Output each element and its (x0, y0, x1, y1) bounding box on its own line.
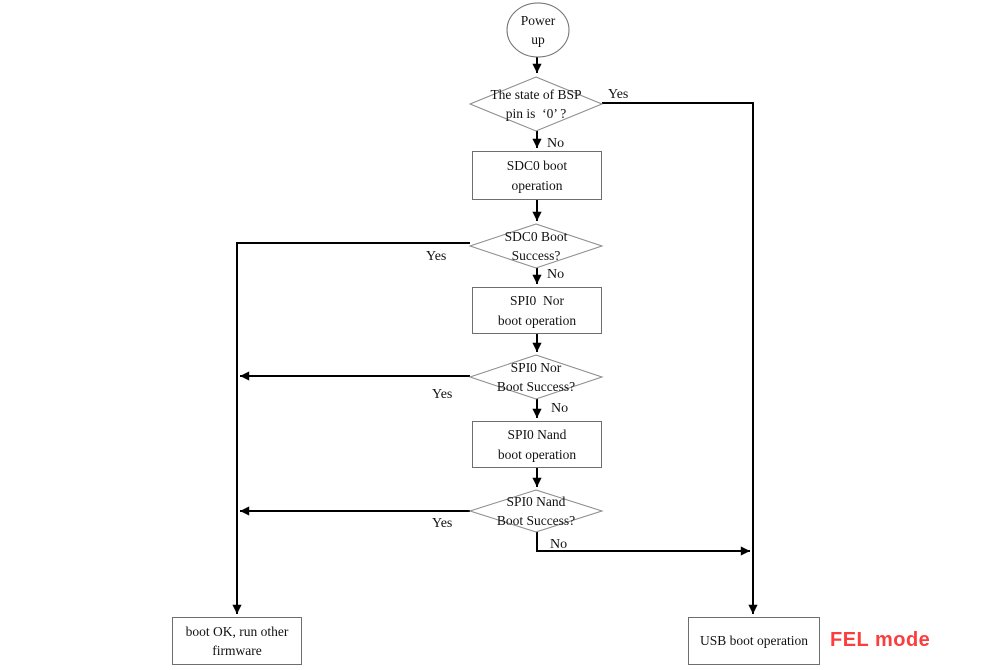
edge-bsp-yes-line (602, 102, 758, 614)
process-sdc0-boot: SDC0 boot operation (472, 151, 602, 200)
process-spi0-nor-boot: SPI0 Nor boot operation (472, 287, 602, 334)
edge-label-spi0-nor-no: No (551, 401, 569, 416)
process-spi0-nand-boot: SPI0 Nand boot operation (472, 421, 602, 468)
edge-label-bsp-yes: Yes (608, 87, 629, 102)
decision-spi0-nor-success: SPI0 Nor Boot Success? (496, 359, 576, 394)
process-usb-boot: USB boot operation (688, 617, 820, 665)
terminator-power-up: Power up (520, 12, 556, 47)
edge-label-sdc0-yes: Yes (426, 249, 447, 264)
decision-spi0-nor-success-shape (468, 354, 604, 400)
edge-label-spi0-nand-yes: Yes (432, 516, 453, 531)
decision-bsp-pin-shape (468, 76, 604, 132)
decision-spi0-nand-success-shape (468, 489, 604, 533)
edge-label-bsp-no: No (547, 136, 565, 151)
edge-label-spi0-nor-yes: Yes (432, 387, 453, 402)
fel-mode-annotation: FEL mode (830, 629, 931, 651)
decision-sdc0-success-shape (468, 223, 604, 269)
decision-bsp-pin: The state of BSP pin is ‘0’ ? (490, 86, 582, 121)
edge-sdc0-yes-line (232, 242, 470, 614)
terminator-power-up-shape (506, 2, 570, 58)
decision-sdc0-success: SDC0 Boot Success? (504, 228, 568, 263)
edge-label-spi0-nand-no: No (550, 537, 568, 552)
process-boot-ok: boot OK, run other firmware (172, 617, 302, 665)
edge-label-sdc0-no: No (547, 267, 565, 282)
edge-spi0-nand-no-line (536, 532, 750, 556)
decision-spi0-nand-success: SPI0 Nand Boot Success? (496, 493, 576, 528)
